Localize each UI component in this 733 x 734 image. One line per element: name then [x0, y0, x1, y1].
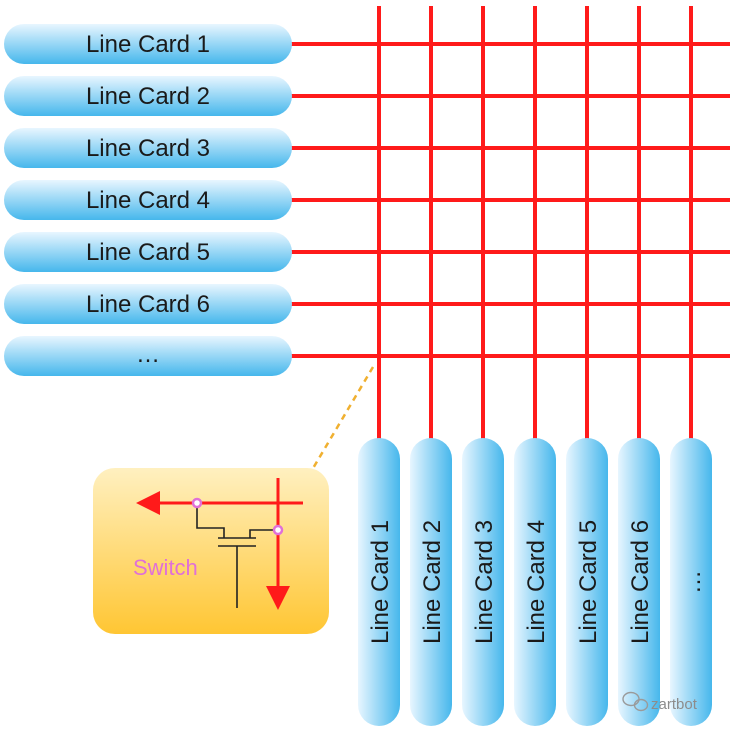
column-line-cards: Line Card 1 Line Card 2 Line Card 3 Line…: [358, 438, 712, 726]
column-card-1: Line Card 1: [358, 438, 400, 726]
transistor-symbol: [196, 503, 278, 608]
switch-detail-box: [93, 468, 329, 634]
column-card-4-label: Line Card 4: [523, 520, 550, 644]
row-card-2-label: Line Card 2: [86, 83, 210, 110]
row-card-4: Line Card 4: [4, 180, 292, 220]
crossbar-horizontal-lines: [290, 42, 730, 358]
row-card-2: Line Card 2: [4, 76, 292, 116]
column-card-2: Line Card 2: [410, 438, 452, 726]
row-card-6: Line Card 6: [4, 284, 292, 324]
column-card-more: …: [670, 438, 712, 726]
column-card-3: Line Card 3: [462, 438, 504, 726]
column-card-2-label: Line Card 2: [419, 520, 446, 644]
column-card-4: Line Card 4: [514, 438, 556, 726]
column-card-5: Line Card 5: [566, 438, 608, 726]
column-card-1-label: Line Card 1: [367, 520, 394, 644]
row-card-more: …: [4, 336, 292, 376]
row-card-3: Line Card 3: [4, 128, 292, 168]
crossbar-vertical-lines: [377, 6, 693, 440]
row-card-1: Line Card 1: [4, 24, 292, 64]
row-card-more-label: …: [136, 341, 160, 368]
row-card-6-label: Line Card 6: [86, 291, 210, 318]
crosspoint-connector: [310, 366, 375, 471]
switch-node-source: [191, 497, 203, 509]
switch-label: Switch: [133, 555, 198, 580]
column-card-more-label: …: [679, 570, 706, 594]
row-card-5: Line Card 5: [4, 232, 292, 272]
row-card-1-label: Line Card 1: [86, 31, 210, 58]
column-card-6-label: Line Card 6: [627, 520, 654, 644]
watermark-text: zartbot: [651, 696, 698, 713]
row-card-4-label: Line Card 4: [86, 187, 210, 214]
switch-detail: Switch: [93, 468, 329, 634]
switch-node-drain: [272, 524, 284, 536]
watermark: zartbot: [622, 691, 698, 713]
row-line-cards: Line Card 1 Line Card 2 Line Card 3 Line…: [4, 24, 292, 376]
row-card-5-label: Line Card 5: [86, 239, 210, 266]
wechat-icon: [622, 691, 649, 712]
column-card-5-label: Line Card 5: [575, 520, 602, 644]
column-card-3-label: Line Card 3: [471, 520, 498, 644]
column-card-6: Line Card 6: [618, 438, 660, 726]
row-card-3-label: Line Card 3: [86, 135, 210, 162]
